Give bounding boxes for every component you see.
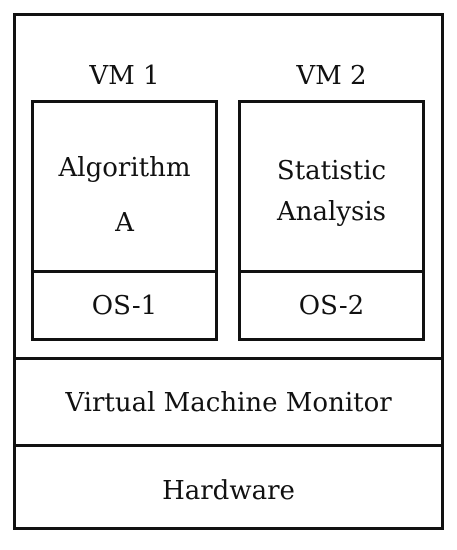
- vm2-application-line2: Analysis: [276, 197, 387, 227]
- vm2-title: VM 2: [296, 61, 367, 91]
- vm2-application-line1: Statistic: [276, 156, 387, 186]
- hardware-layer-label: Hardware: [162, 476, 295, 506]
- vm1-application-line1: Algorithm: [58, 153, 191, 183]
- vm2-os-divider: [238, 270, 425, 273]
- vm1-title: VM 1: [89, 61, 160, 91]
- monitor-layer-label: Virtual Machine Monitor: [65, 388, 392, 418]
- monitor-layer-divider: [13, 357, 444, 360]
- hardware-layer-divider: [13, 444, 444, 447]
- vm2-container: [238, 100, 425, 341]
- vm1-container: [31, 100, 218, 341]
- vm1-os-label: OS-1: [91, 291, 158, 321]
- vm1-os-divider: [31, 270, 218, 273]
- vm2-os-label: OS-2: [298, 291, 365, 321]
- vm1-application-line2: A: [115, 208, 134, 238]
